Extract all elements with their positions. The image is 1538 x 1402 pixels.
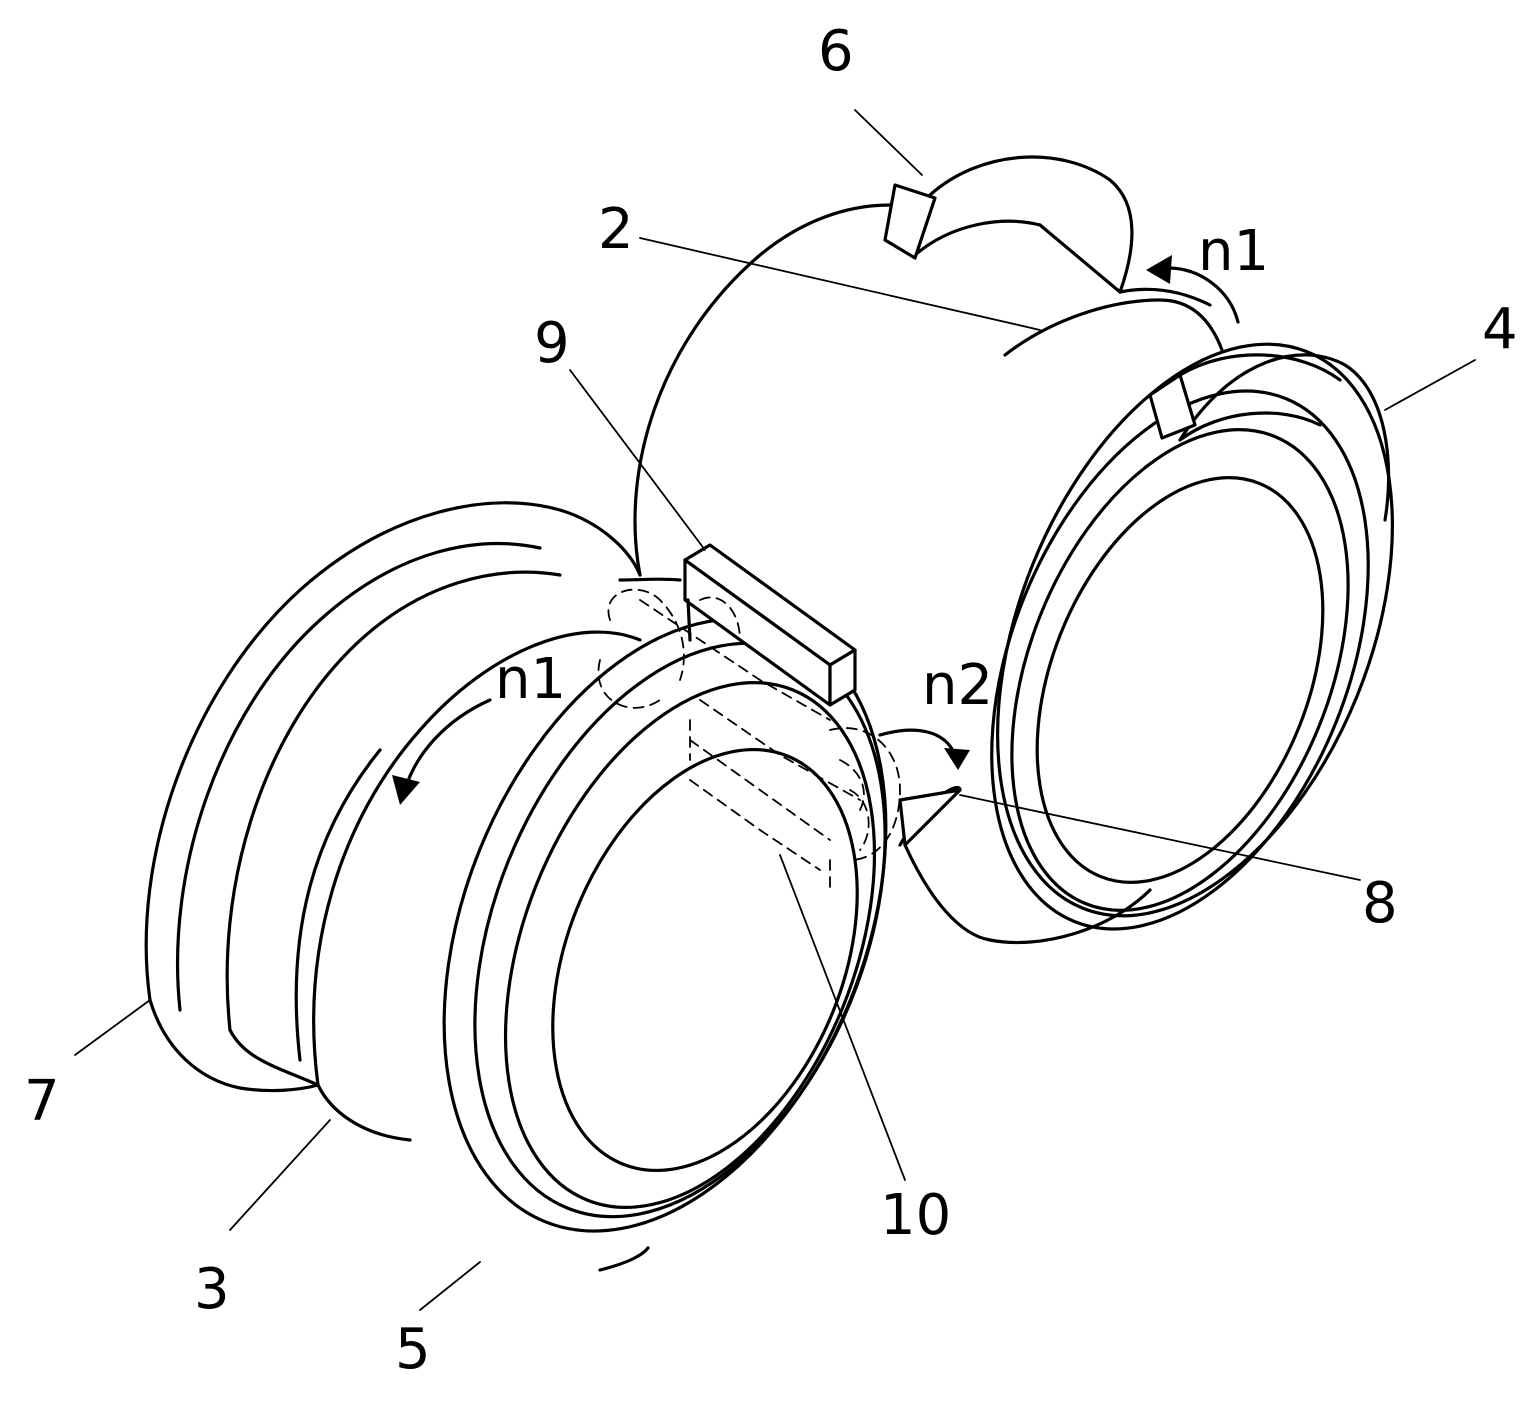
lower-roll — [144, 501, 888, 1272]
label-5: 5 — [395, 1317, 431, 1382]
left-flange-bottom — [148, 998, 320, 1093]
lower-roll-body-bottom — [316, 1083, 412, 1142]
label-3: 3 — [194, 1257, 230, 1322]
upper-roll-bottom-curve — [903, 843, 1152, 945]
flange-5-tab — [598, 1246, 650, 1272]
label-4: 4 — [1482, 297, 1518, 362]
label-2: 2 — [598, 197, 634, 262]
upper-roll-body — [633, 203, 892, 577]
flange-5-mid — [473, 641, 887, 1219]
leader-4 — [1384, 359, 1476, 411]
label-n2: n2 — [922, 653, 993, 718]
segment-flange-arc2 — [1178, 411, 1322, 442]
leader-3 — [229, 1119, 331, 1231]
flange-5-outer — [442, 617, 888, 1233]
leader-9 — [569, 369, 706, 551]
right-flange-mid — [990, 389, 1370, 931]
left-flange-outer — [144, 501, 642, 1002]
leader-2 — [639, 237, 1041, 331]
right-flange — [990, 342, 1394, 931]
right-flange-inner — [1010, 428, 1350, 912]
leader-10 — [779, 854, 906, 1181]
segment-flange-end — [1148, 373, 1197, 440]
right-flange-rim — [1178, 353, 1391, 522]
upper-roll-top-arc — [1118, 287, 1212, 307]
label-n1-upper: n1 — [1198, 219, 1269, 284]
block-9-side — [828, 648, 857, 707]
leader-lines — [74, 109, 1476, 1311]
upper-roll-slit — [1003, 298, 1224, 357]
hidden-lines — [597, 588, 901, 891]
label-n1-lower: n1 — [495, 647, 566, 712]
label-10: 10 — [880, 1183, 951, 1248]
segment-6-end — [883, 183, 937, 260]
label-7: 7 — [24, 1069, 60, 1134]
label-9: 9 — [534, 311, 570, 376]
flange-5-inner — [503, 681, 877, 1209]
lower-roll-body-left — [312, 630, 642, 1087]
wedge-8 — [898, 788, 962, 847]
segment-6-arc-inner — [913, 219, 1042, 257]
lower-roll-top-arc — [618, 577, 682, 582]
labels: 6 2 n1 9 4 n1 n2 8 7 10 3 5 — [24, 19, 1518, 1382]
left-flange-edge — [228, 1028, 320, 1087]
arrow-n1-lower — [392, 698, 492, 805]
leader-7 — [74, 999, 151, 1056]
arrow-n2 — [878, 728, 970, 770]
leader-8 — [959, 794, 1361, 881]
arrow-n1-upper — [1146, 255, 1240, 324]
flange-5-bore — [551, 747, 859, 1173]
segment-6-side — [1038, 223, 1122, 294]
segment-6-arc-outer — [928, 155, 1134, 294]
leader-5 — [419, 1261, 481, 1311]
lower-roll-body-left2 — [294, 748, 382, 1062]
block-9 — [683, 543, 857, 707]
segment-6 — [883, 155, 1134, 294]
leader-6 — [854, 109, 923, 176]
label-8: 8 — [1362, 871, 1398, 936]
right-flange-outer — [996, 342, 1394, 918]
segment-flange — [1148, 353, 1342, 442]
segment-flange-arc — [1178, 353, 1342, 382]
wedge-8-body — [898, 788, 962, 847]
left-flange-third — [225, 570, 562, 1032]
left-flange-second — [176, 542, 542, 1012]
right-flange-bore — [1035, 476, 1325, 884]
label-6: 6 — [818, 19, 854, 84]
